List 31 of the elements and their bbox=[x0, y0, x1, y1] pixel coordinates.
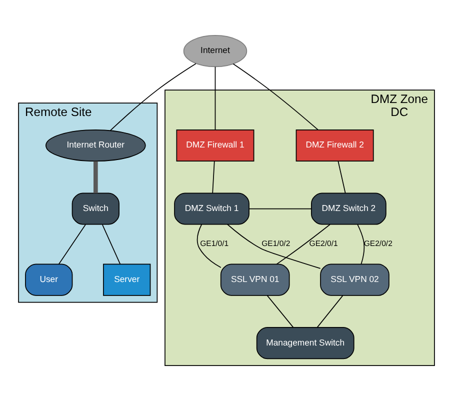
node-box: DMZ Switch 2 bbox=[310, 192, 386, 225]
node-box: User bbox=[25, 264, 73, 296]
node-box: DMZ Switch 1 bbox=[174, 192, 250, 225]
connector bbox=[276, 224, 330, 265]
edge-label: GE1/0/2 bbox=[262, 239, 290, 248]
edge-label: GE2/0/1 bbox=[309, 239, 338, 248]
connector bbox=[232, 63, 318, 130]
node-box: DMZ Firewall 2 bbox=[296, 129, 374, 162]
node-box: Management Switch bbox=[256, 327, 354, 360]
edge-label: GE1/0/1 bbox=[200, 239, 229, 248]
node-box: SSL VPN 01 bbox=[220, 264, 290, 296]
connector bbox=[266, 295, 294, 328]
node-box: SSL VPN 02 bbox=[320, 264, 390, 296]
connector bbox=[338, 160, 346, 194]
node-ellipse: Internet Router bbox=[46, 129, 146, 162]
connector bbox=[248, 208, 312, 210]
connector bbox=[94, 161, 98, 194]
connector bbox=[357, 224, 365, 265]
node-ellipse: Internet bbox=[183, 35, 248, 68]
node-box: Server bbox=[103, 264, 151, 296]
connector bbox=[212, 160, 215, 194]
connector bbox=[196, 224, 222, 268]
connector bbox=[227, 224, 321, 269]
connector bbox=[214, 66, 216, 130]
node-box: Switch bbox=[72, 192, 120, 225]
edge-label: GE2/0/2 bbox=[364, 239, 392, 248]
connector bbox=[110, 63, 196, 131]
connector bbox=[58, 224, 86, 265]
connector bbox=[102, 224, 121, 265]
node-box: DMZ Firewall 1 bbox=[176, 129, 254, 162]
connector bbox=[316, 295, 344, 328]
